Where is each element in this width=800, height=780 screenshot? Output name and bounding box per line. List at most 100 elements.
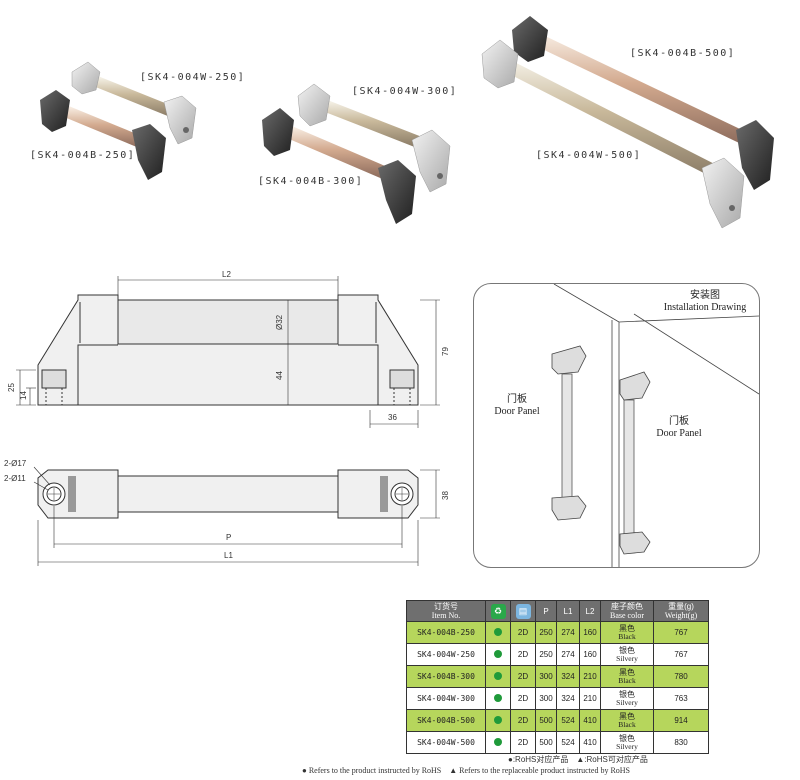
header-rohs: ♻ bbox=[485, 600, 511, 622]
color-cn: 黑色 bbox=[619, 624, 635, 633]
logo-mark-right bbox=[380, 476, 388, 512]
cell-l2: 160 bbox=[579, 621, 601, 644]
cell-l1: 274 bbox=[556, 621, 580, 644]
cell-rohs bbox=[485, 643, 511, 666]
cell-cert: 2D bbox=[510, 687, 536, 710]
cell-weight: 767 bbox=[653, 643, 709, 666]
cell-rohs bbox=[485, 709, 511, 732]
cell-item: SK4-004B-250 bbox=[406, 621, 486, 644]
dim-P: P bbox=[226, 533, 231, 542]
cell-l1: 274 bbox=[556, 643, 580, 666]
photo-handle-w300 bbox=[297, 83, 451, 193]
cell-item: SK4-004W-250 bbox=[406, 643, 486, 666]
header-color-cn: 座子颜色 bbox=[611, 602, 643, 611]
door-panel-cn-2: 门板 bbox=[669, 416, 689, 427]
cell-weight: 780 bbox=[653, 665, 709, 688]
header-cert: ▤ bbox=[510, 600, 536, 622]
header-weight: 重量(g)Weight(g) bbox=[653, 600, 709, 622]
cell-cert: 2D bbox=[510, 731, 536, 754]
cell-p: 300 bbox=[535, 665, 557, 688]
dim-h25: 25 bbox=[7, 383, 16, 392]
color-en: Black bbox=[618, 676, 636, 685]
cell-l1: 324 bbox=[556, 665, 580, 688]
cell-l2: 160 bbox=[579, 643, 601, 666]
color-en: Silvery bbox=[616, 742, 638, 751]
cell-cert: 2D bbox=[510, 621, 536, 644]
photo-handle-b500 bbox=[512, 16, 774, 190]
color-cn: 银色 bbox=[619, 646, 635, 655]
color-cn: 黑色 bbox=[619, 712, 635, 721]
cell-p: 500 bbox=[535, 731, 557, 754]
header-l2: L2 bbox=[579, 600, 601, 622]
color-en: Black bbox=[618, 632, 636, 641]
technical-drawing: L2 Ø32 44 79 25 14 36 2-Ø17 2-Ø11 38 bbox=[4, 270, 450, 566]
cell-cert: 2D bbox=[510, 643, 536, 666]
cell-rohs bbox=[485, 665, 511, 688]
install-handle-1 bbox=[551, 345, 587, 521]
label-w500: [SK4-004W-500] bbox=[536, 150, 642, 161]
rohs-dot-icon bbox=[494, 627, 502, 636]
photo-handle-w500 bbox=[481, 39, 745, 229]
rohs-dot-icon bbox=[494, 649, 502, 658]
color-cn: 银色 bbox=[619, 690, 635, 699]
installation-sketch bbox=[551, 284, 759, 567]
dim-w36: 36 bbox=[388, 413, 397, 422]
cell-item: SK4-004W-500 bbox=[406, 731, 486, 754]
install-title-cn: 安装图 bbox=[690, 290, 720, 301]
cell-l2: 410 bbox=[579, 709, 601, 732]
install-title-en: Installation Drawing bbox=[663, 302, 747, 313]
cell-l1: 524 bbox=[556, 709, 580, 732]
door-panel-cn-1: 门板 bbox=[507, 394, 527, 405]
door-panel-label-1: 门板 Door Panel bbox=[484, 394, 550, 418]
photo-handle-w250 bbox=[71, 61, 197, 145]
header-item-en: Item No. bbox=[431, 611, 461, 620]
dim-L1: L1 bbox=[224, 551, 233, 560]
color-en: Black bbox=[618, 720, 636, 729]
cell-rohs bbox=[485, 731, 511, 754]
dim-h44: 44 bbox=[275, 371, 284, 380]
photo-handle-b250 bbox=[40, 90, 166, 180]
cell-item: SK4-004B-300 bbox=[406, 665, 486, 688]
cell-rohs bbox=[485, 687, 511, 710]
cell-l1: 324 bbox=[556, 687, 580, 710]
side-view bbox=[16, 276, 440, 428]
notes-cn: ●:RoHS对应产品 ▲:RoHS可对应产品 bbox=[508, 755, 648, 764]
cell-weight: 763 bbox=[653, 687, 709, 710]
dim-d17: 2-Ø17 bbox=[4, 459, 27, 468]
cell-rohs bbox=[485, 621, 511, 644]
product-photos bbox=[40, 16, 774, 229]
install-handle-2 bbox=[619, 371, 651, 555]
cell-weight: 830 bbox=[653, 731, 709, 754]
dim-h14: 14 bbox=[19, 391, 28, 400]
cell-p: 250 bbox=[535, 621, 557, 644]
rohs-dot-icon bbox=[494, 671, 502, 680]
cell-l1: 524 bbox=[556, 731, 580, 754]
header-item-cn: 订货号 bbox=[434, 602, 458, 611]
dim-d11: 2-Ø11 bbox=[4, 474, 26, 483]
install-title: 安装图 Installation Drawing bbox=[650, 290, 759, 314]
header-weight-cn: 重量(g) bbox=[668, 602, 694, 611]
cell-l2: 210 bbox=[579, 665, 601, 688]
door-panel-en-2: Door Panel bbox=[656, 428, 702, 439]
cell-p: 250 bbox=[535, 643, 557, 666]
dim-h79: 79 bbox=[441, 347, 450, 356]
cell-p: 300 bbox=[535, 687, 557, 710]
header-weight-en: Weight(g) bbox=[664, 611, 698, 620]
cell-cert: 2D bbox=[510, 709, 536, 732]
cell-weight: 767 bbox=[653, 621, 709, 644]
color-en: Silvery bbox=[616, 654, 638, 663]
door-panel-en-1: Door Panel bbox=[494, 406, 540, 417]
rohs-dot-icon bbox=[494, 715, 502, 724]
